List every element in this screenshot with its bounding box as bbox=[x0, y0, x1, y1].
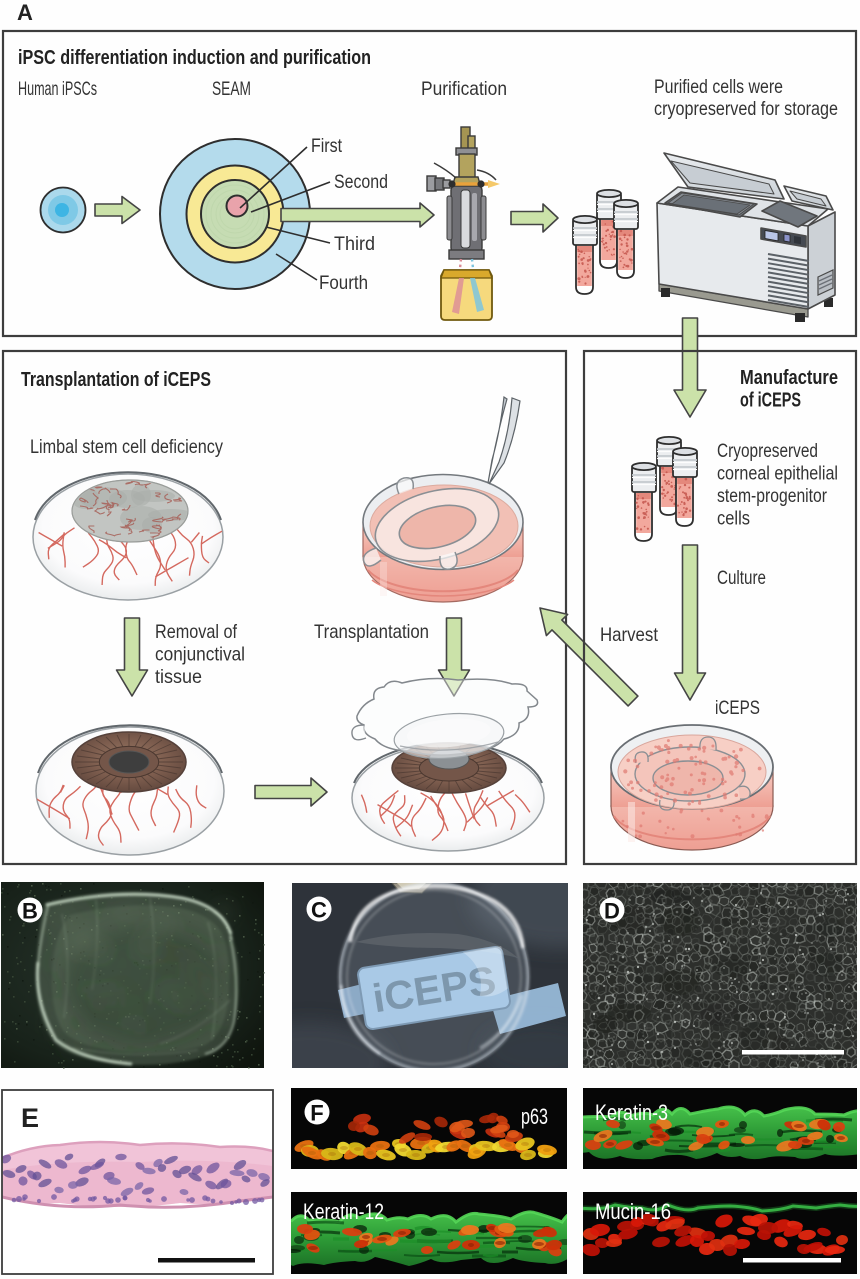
svg-text:SEAM: SEAM bbox=[212, 78, 251, 100]
svg-text:tissue: tissue bbox=[155, 666, 202, 688]
svg-text:Human iPSCs: Human iPSCs bbox=[18, 78, 97, 100]
svg-text:Fourth: Fourth bbox=[319, 272, 368, 294]
svg-text:corneal epithelial: corneal epithelial bbox=[717, 463, 838, 485]
svg-text:B: B bbox=[22, 899, 38, 924]
svg-text:Purified cells were: Purified cells were bbox=[654, 76, 783, 98]
svg-text:Keratin-12: Keratin-12 bbox=[303, 1199, 384, 1224]
svg-text:Transplantation of iCEPS: Transplantation of iCEPS bbox=[21, 369, 211, 391]
svg-text:stem-progenitor: stem-progenitor bbox=[717, 485, 827, 507]
svg-text:Culture: Culture bbox=[717, 567, 766, 589]
svg-text:C: C bbox=[311, 898, 327, 923]
svg-text:E: E bbox=[21, 1103, 39, 1133]
svg-text:Cryopreserved: Cryopreserved bbox=[717, 440, 818, 462]
svg-text:iPSC differentiation induction: iPSC differentiation induction and purif… bbox=[18, 47, 371, 69]
svg-text:First: First bbox=[311, 135, 342, 157]
svg-text:iCEPS: iCEPS bbox=[715, 697, 760, 719]
svg-text:p63: p63 bbox=[521, 1104, 548, 1129]
svg-text:Keratin-3: Keratin-3 bbox=[595, 1100, 668, 1125]
svg-text:Second: Second bbox=[334, 171, 388, 193]
svg-text:Purification: Purification bbox=[421, 78, 507, 100]
svg-text:Removal of: Removal of bbox=[155, 621, 237, 643]
svg-text:Transplantation: Transplantation bbox=[314, 621, 429, 643]
svg-text:Manufacture: Manufacture bbox=[740, 367, 838, 389]
svg-text:Harvest: Harvest bbox=[600, 624, 658, 646]
svg-text:cells: cells bbox=[717, 508, 750, 530]
svg-text:Limbal stem cell deficiency: Limbal stem cell deficiency bbox=[30, 436, 223, 458]
svg-text:F: F bbox=[310, 1101, 323, 1126]
svg-text:conjunctival: conjunctival bbox=[155, 644, 245, 666]
svg-text:Third: Third bbox=[334, 233, 375, 255]
svg-text:A: A bbox=[17, 0, 33, 25]
svg-text:of iCEPS: of iCEPS bbox=[740, 390, 801, 412]
svg-text:cryopreserved for storage: cryopreserved for storage bbox=[654, 98, 838, 120]
svg-text:D: D bbox=[604, 899, 620, 924]
svg-text:Mucin-16: Mucin-16 bbox=[595, 1199, 671, 1224]
